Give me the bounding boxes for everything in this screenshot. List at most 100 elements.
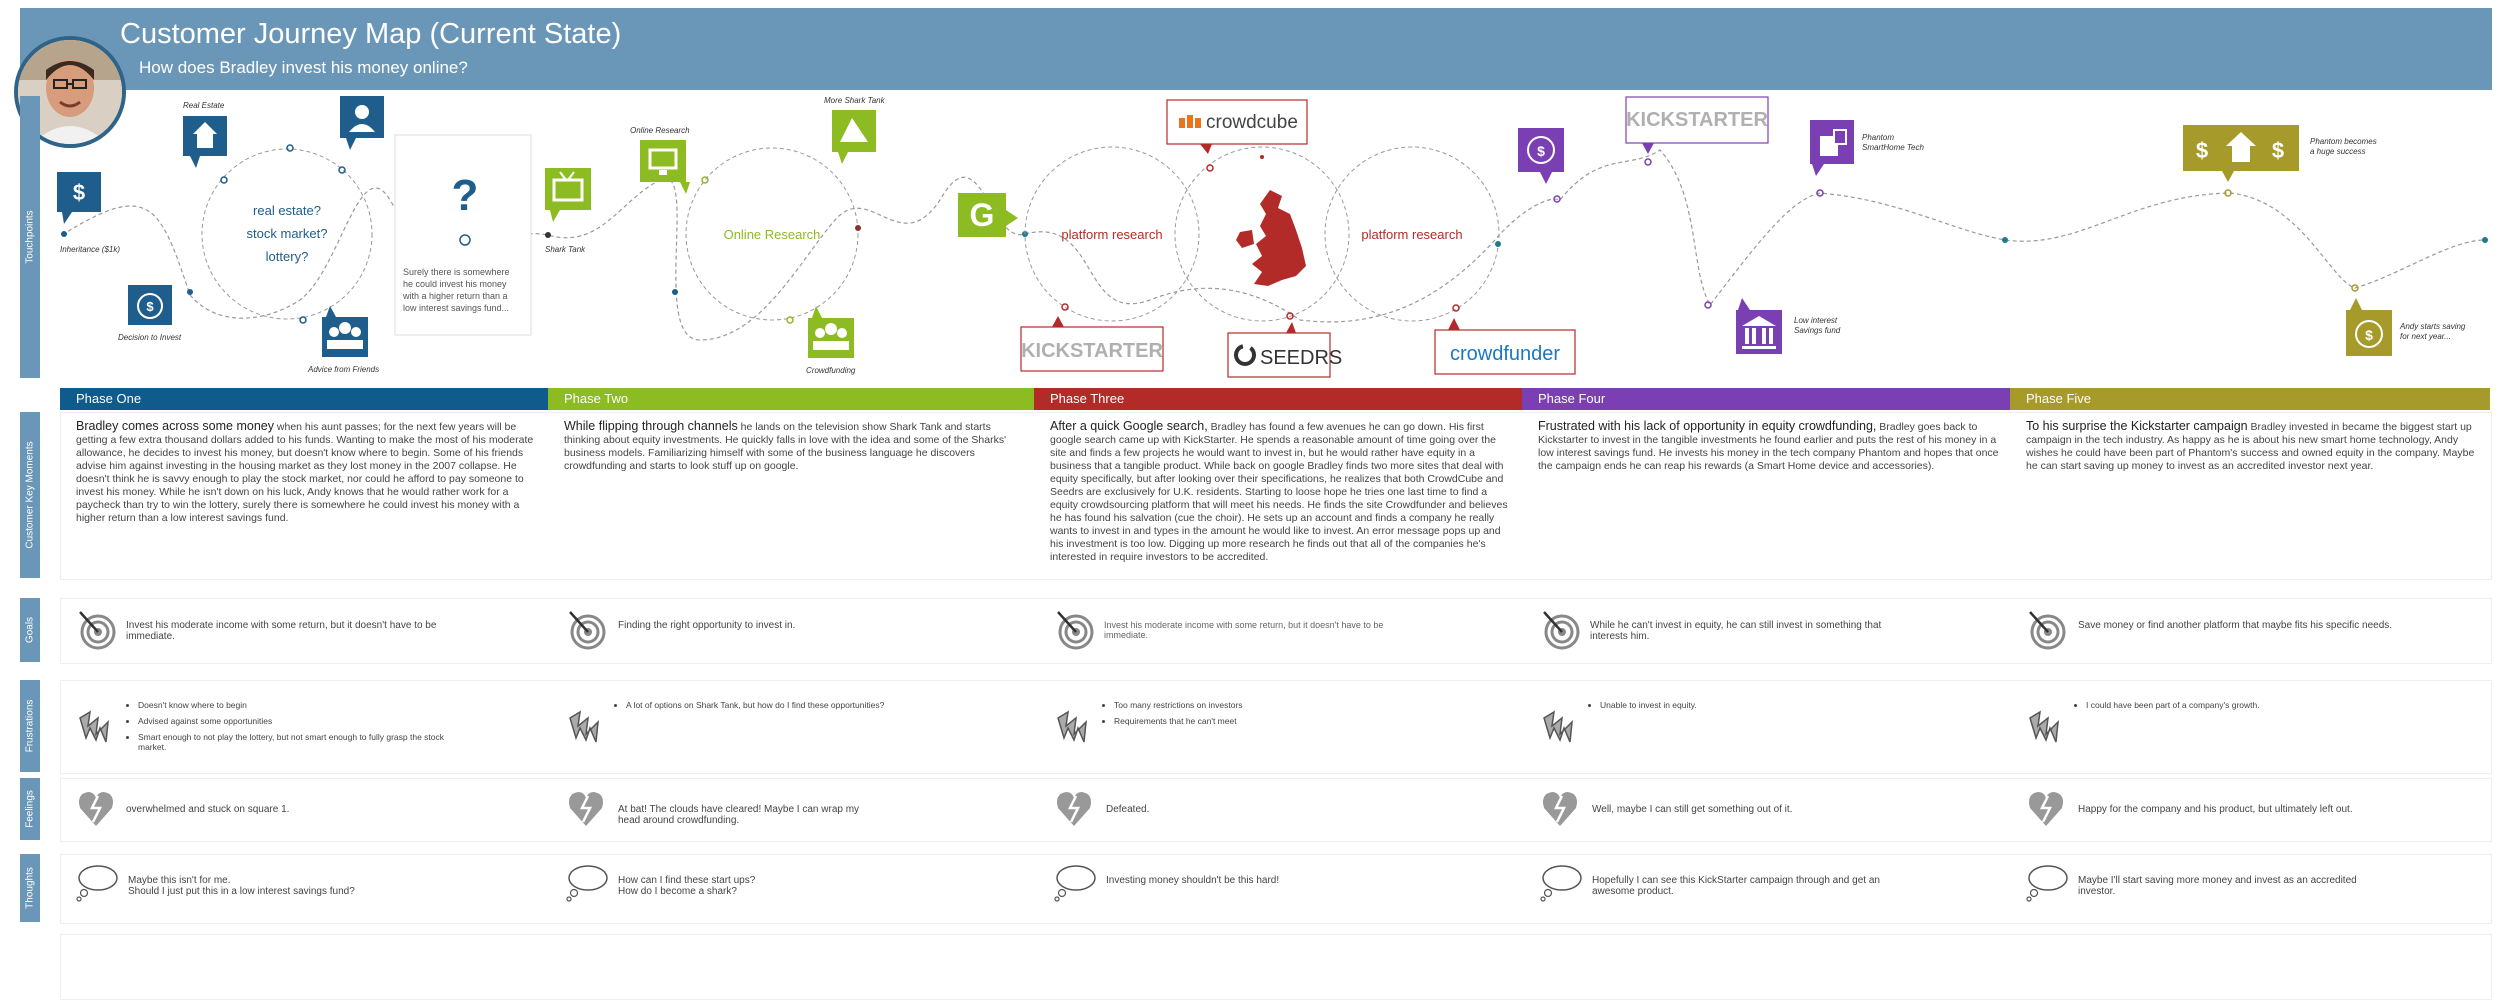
frustration-phase-1: Doesn't know where to beginAdvised again… xyxy=(120,700,450,758)
feeling-phase-3: Defeated. xyxy=(1106,804,1150,815)
crowdcube-logo-text: crowdcube xyxy=(1206,112,1298,133)
broken-heart-icon xyxy=(1054,786,1094,835)
label-phantom-2: SmartHome Tech xyxy=(1862,143,1925,152)
thought-bubble-icon xyxy=(1052,862,1098,907)
seedrs-logo-box xyxy=(1227,332,1331,378)
broken-heart-icon xyxy=(2026,786,2066,835)
monitor-icon xyxy=(640,140,690,194)
label-advice: Advice from Friends xyxy=(307,365,379,374)
platform-research-circle-1 xyxy=(1024,146,1200,322)
moment-phase-1: Bradley comes across some money when his… xyxy=(76,419,534,525)
crowdfunder-logo-box xyxy=(1434,329,1576,375)
label-online-research: Online Research xyxy=(630,126,690,135)
row-label-moments: Customer Key Moments xyxy=(20,412,40,578)
feeling-phase-1: overwhelmed and stuck on square 1. xyxy=(126,804,290,815)
uk-map-icon xyxy=(1236,190,1306,286)
label-phantom-success-1: Phantom becomes xyxy=(2310,137,2377,146)
goal-phase-2: Finding the right opportunity to invest … xyxy=(618,620,796,631)
svg-text:G: G xyxy=(970,197,995,233)
crowdcube-logo-icon xyxy=(1179,115,1201,128)
kickstarter-logo-box-2 xyxy=(1625,96,1769,144)
crowdfunder-logo-text: crowdfunder xyxy=(1450,343,1560,365)
moment-phase-5: To his surprise the Kickstarter campaign… xyxy=(2026,419,2475,473)
row-label-thoughts: Thoughts xyxy=(20,854,40,922)
money-tag-icon: $ xyxy=(57,172,101,224)
success-icon: $ $ xyxy=(2183,125,2299,182)
money-bag-icon-phase4: $ xyxy=(1518,128,1564,184)
page-title: Customer Journey Map (Current State) xyxy=(120,18,622,50)
phase-bar-2: Phase Two xyxy=(548,388,1044,410)
money-bag-icon-phase5: $ xyxy=(2346,298,2392,356)
label-andy-saving-2: for next year... xyxy=(2400,332,2451,341)
label-shark-tank: Shark Tank xyxy=(545,245,586,254)
frustration-phase-4: Unable to invest in equity. xyxy=(1582,700,1902,716)
crowdfunding-icon xyxy=(808,306,854,358)
frustration-phase-2: A lot of options on Shark Tank, but how … xyxy=(608,700,988,716)
frustration-phase-3: Too many restrictions on investorsRequir… xyxy=(1096,700,1416,732)
svg-text:$: $ xyxy=(2272,138,2284,163)
goal-phase-5: Save money or find another platform that… xyxy=(2078,620,2393,631)
broken-heart-icon xyxy=(566,786,606,835)
label-andy-saving-1: Andy starts saving xyxy=(2399,322,2466,331)
label-more-shark-tank: More Shark Tank xyxy=(824,96,886,105)
label-crowdfunding: Crowdfunding xyxy=(806,366,856,375)
svg-text:$: $ xyxy=(2196,138,2208,163)
goal-phase-3: Invest his moderate income with some ret… xyxy=(1104,620,1384,640)
person-icon xyxy=(340,96,384,150)
platform-research-text-1: platform research xyxy=(1061,227,1162,242)
row-label-touchpoints: Touchpoints xyxy=(20,96,40,378)
goal-phase-1: Invest his moderate income with some ret… xyxy=(126,620,437,642)
thought-bubble-icon xyxy=(74,862,120,907)
thought-bubble-icon xyxy=(2024,862,2070,907)
phase-bar-4: Phase Four xyxy=(1522,388,2020,410)
platform-research-text-2: platform research xyxy=(1361,227,1462,242)
moments-row xyxy=(60,412,2492,580)
page-subtitle: How does Bradley invest his money online… xyxy=(139,58,468,77)
row-label-feelings: Feelings xyxy=(20,778,40,840)
label-decision: Decision to Invest xyxy=(118,333,182,342)
row-label-goals: Goals xyxy=(20,598,40,662)
feeling-phase-5: Happy for the company and his product, b… xyxy=(2078,804,2353,815)
lightning-icon xyxy=(76,702,116,753)
label-phantom-1: Phantom xyxy=(1862,133,1894,142)
house-icon xyxy=(183,116,227,168)
thought-bubble-icon xyxy=(564,862,610,907)
money-bag-icon: $ xyxy=(128,285,172,325)
target-icon xyxy=(566,608,606,657)
phase-bar-3: Phase Three xyxy=(1034,388,1532,410)
svg-text:$: $ xyxy=(146,299,154,314)
seedrs-logo-icon xyxy=(1234,344,1256,366)
question-mark-icon: ? xyxy=(452,171,479,220)
header-banner: Customer Journey Map (Current State) How… xyxy=(20,8,2492,90)
svg-text:$: $ xyxy=(73,180,85,205)
moment-phase-3: After a quick Google search, Bradley has… xyxy=(1050,419,1508,564)
target-icon xyxy=(1054,608,1094,657)
moment-phase-4: Frustrated with his lack of opportunity … xyxy=(1538,419,1999,473)
label-inheritance: Inheritance ($1k) xyxy=(60,245,120,254)
kickstarter-logo-2: KICKSTARTER xyxy=(1626,109,1768,131)
frustrations-row xyxy=(60,680,2492,774)
lightning-icon xyxy=(2026,702,2066,753)
feelings-row xyxy=(60,778,2492,842)
online-research-circle xyxy=(685,147,859,321)
label-low-interest-1: Low interest xyxy=(1794,316,1838,325)
question-note-4: low interest savings fund... xyxy=(403,303,509,313)
friends-icon xyxy=(322,306,368,357)
svg-text:$: $ xyxy=(1537,143,1545,159)
smart-home-icon xyxy=(1810,120,1854,176)
thought-phase-3: Investing money shouldn't be this hard! xyxy=(1106,875,1280,886)
google-icon: G xyxy=(958,193,1018,237)
lightning-icon xyxy=(1540,702,1580,753)
shark-fin-icon xyxy=(832,110,876,164)
thought-bubble-icon xyxy=(1538,862,1584,907)
target-icon xyxy=(2026,608,2066,657)
uk-circle xyxy=(1174,146,1350,322)
label-phantom-success-2: a huge success xyxy=(2310,147,2366,156)
svg-text:$: $ xyxy=(2365,327,2373,343)
question-note-2: he could invest his money xyxy=(403,279,507,289)
feeling-phase-4: Well, maybe I can still get something ou… xyxy=(1592,804,1793,815)
circle1-line1: real estate? xyxy=(253,203,321,218)
circle1-line2: stock market? xyxy=(247,226,328,241)
kickstarter-logo-box-1 xyxy=(1020,326,1164,372)
seedrs-logo-text: SEEDRS xyxy=(1260,347,1342,369)
